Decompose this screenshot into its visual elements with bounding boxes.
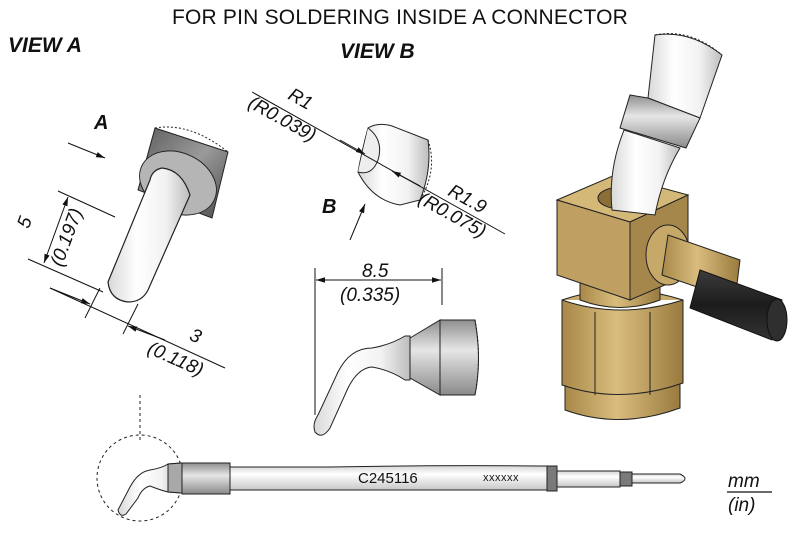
dimension-offset — [314, 268, 443, 415]
page-title: FOR PIN SOLDERING INSIDE A CONNECTOR — [171, 6, 629, 29]
dimension-width — [49, 287, 226, 369]
cartridge-marking: xxxxxx — [483, 472, 519, 484]
units-primary: mm — [728, 471, 760, 492]
cartridge-full — [117, 462, 686, 516]
view-a-arrow — [67, 142, 106, 159]
units-secondary: (in) — [728, 495, 756, 516]
view-a-arrow-letter: A — [94, 112, 109, 134]
view-b-tip-section — [357, 123, 433, 206]
dimension-length — [27, 190, 116, 293]
view-b-label: VIEW B — [340, 40, 415, 63]
view-a-label: VIEW A — [8, 34, 82, 57]
view-b-arrow-letter: B — [322, 196, 337, 218]
side-profile-tip — [313, 319, 479, 436]
dimension-offset-mm: 8.5 — [362, 261, 389, 282]
dimension-offset-in: (0.335) — [340, 285, 401, 306]
view-b-arrow — [349, 203, 366, 241]
dimension-radius — [251, 91, 506, 235]
cartridge-model: C245116 — [358, 470, 418, 487]
connector-illustration — [555, 33, 788, 421]
view-a-tip — [107, 126, 229, 303]
